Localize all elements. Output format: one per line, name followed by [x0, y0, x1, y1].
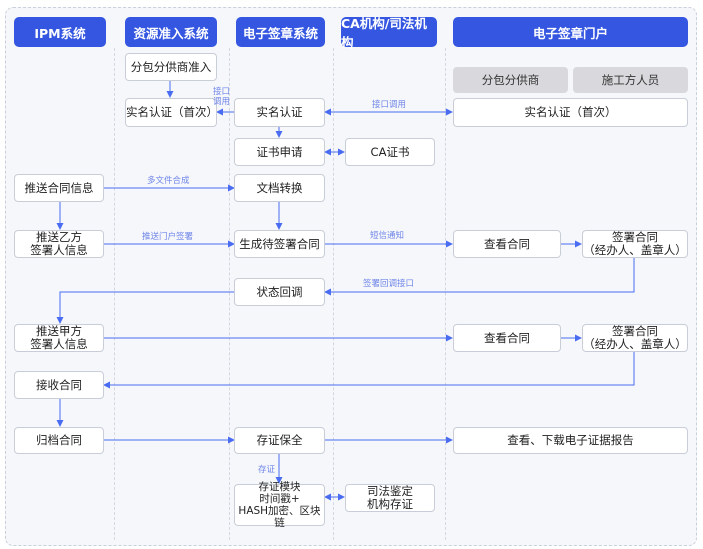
portal-realname-box: 实名认证（首次）	[453, 98, 688, 127]
judicial-evidence-box: 司法鉴定 机构存证	[345, 484, 435, 512]
resource-realname-box: 实名认证（首次）	[125, 98, 218, 127]
evidence-save-box: 存证保全	[234, 427, 325, 454]
lane-header-resource: 资源准入系统	[125, 17, 217, 47]
lane-divider	[445, 48, 446, 540]
arrow-status-to-partya	[56, 291, 234, 324]
label-api-call: 接口调用	[372, 100, 407, 110]
label-evidence: 存证	[258, 465, 276, 475]
lane-divider	[333, 48, 334, 540]
lane-header-portal: 电子签章门户	[453, 17, 688, 47]
label-api-call-short: 接口 调用	[213, 87, 231, 107]
portal-role-subcontractor: 分包分供商	[453, 67, 568, 93]
label-sign-callback-api: 签署回调接口	[363, 279, 415, 289]
lane-divider	[114, 48, 115, 540]
status-callback-box: 状态回调	[234, 278, 325, 306]
gen-contract-box: 生成待签署合同	[234, 230, 325, 258]
lane-header-ipm: IPM系统	[14, 17, 106, 47]
archive-contract-box: 归档合同	[14, 427, 104, 454]
lane-divider	[229, 48, 230, 540]
label-multi-file-merge: 多文件合成	[147, 176, 190, 186]
esign-realname-box: 实名认证	[234, 98, 325, 127]
lane-header-esign: 电子签章系统	[236, 17, 325, 47]
doc-convert-box: 文档转换	[234, 174, 325, 202]
lane-header-ca: CA机构/司法机构	[341, 16, 437, 50]
diagram-frame	[5, 7, 697, 546]
sign-contract-box-2: 签署合同 （经办人、盖章人）	[582, 324, 688, 352]
subcontractor-access-box: 分包分供商准入	[125, 53, 217, 81]
view-contract-box-2: 查看合同	[453, 324, 561, 352]
receive-contract-box: 接收合同	[14, 371, 104, 399]
evidence-module-box: 存证模块 时间戳+ HASH加密、区块链	[234, 481, 325, 529]
label-push-portal-sign: 推送门户签署	[142, 232, 194, 242]
push-partyb-box: 推送乙方 签署人信息	[14, 230, 104, 258]
arrow-sign-callback	[324, 258, 635, 296]
cert-apply-box: 证书申请	[234, 138, 325, 166]
sign-contract-box-1: 签署合同 （经办人、盖章人）	[582, 230, 688, 258]
push-partya-box: 推送甲方 签署人信息	[14, 324, 104, 352]
ca-cert-box: CA证书	[345, 138, 435, 166]
arrow-sign-to-receive	[103, 352, 635, 389]
push-contract-box: 推送合同信息	[14, 174, 104, 202]
label-sms-notice: 短信通知	[370, 231, 405, 241]
view-download-report-box: 查看、下载电子证据报告	[453, 427, 688, 454]
view-contract-box-1: 查看合同	[453, 230, 561, 258]
portal-role-construction: 施工方人员	[573, 67, 688, 93]
